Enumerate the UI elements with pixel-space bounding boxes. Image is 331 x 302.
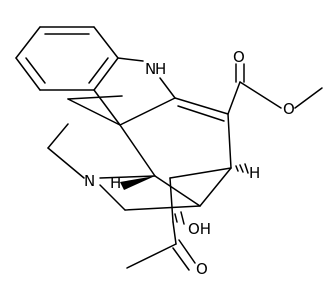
bond	[124, 205, 201, 211]
atom-label-hydroxyl: OH	[188, 220, 211, 238]
atom-label-h-on-n: H	[155, 60, 166, 78]
atom-label-ester-o-ether: O	[283, 100, 295, 118]
six-membered-ring	[119, 97, 232, 207]
atom-label-ketone-o: O	[196, 260, 208, 278]
bond	[93, 26, 119, 59]
bond	[227, 113, 232, 169]
bond	[227, 81, 241, 115]
double-bond-inner	[67, 95, 123, 100]
bond	[199, 167, 232, 207]
bond	[99, 184, 126, 211]
double-bond	[172, 247, 190, 271]
bond	[154, 175, 201, 207]
atom-label-nh: N	[145, 60, 156, 78]
bond	[67, 98, 121, 126]
bond	[239, 81, 282, 109]
double-bond-inner	[177, 105, 225, 122]
bond	[172, 221, 177, 245]
bond	[15, 57, 41, 91]
stereo-hydrogens	[235, 163, 249, 174]
bond	[47, 123, 69, 149]
bond	[159, 77, 176, 99]
double-bond-inner	[88, 57, 109, 84]
bond	[15, 26, 41, 59]
bond	[119, 97, 176, 126]
ester-group	[227, 63, 323, 115]
bond	[117, 57, 144, 62]
indoline-ring	[93, 57, 176, 126]
atom-label-n-amine: N	[84, 172, 95, 190]
bond	[93, 57, 119, 91]
bond	[126, 243, 177, 269]
benzene-ring	[15, 26, 119, 91]
double-bond-inner	[25, 57, 46, 84]
double-bond	[178, 239, 196, 264]
hashed-bond	[174, 211, 185, 225]
atom-label-h-center: H	[249, 164, 260, 182]
bond	[294, 87, 323, 109]
bond	[99, 175, 156, 179]
acetyl-group	[126, 177, 196, 271]
bond	[169, 177, 174, 223]
bond	[119, 124, 156, 177]
bond	[47, 147, 85, 179]
wedge-bond	[120, 176, 155, 190]
bond	[93, 89, 121, 126]
hashed-bond	[235, 163, 249, 174]
bond	[174, 97, 229, 115]
bond	[169, 167, 232, 179]
atom-label-h-junction: H	[110, 174, 121, 192]
pyrrolidine-ring	[47, 95, 201, 211]
atom-label-ester-o-carbonyl: O	[233, 48, 245, 66]
